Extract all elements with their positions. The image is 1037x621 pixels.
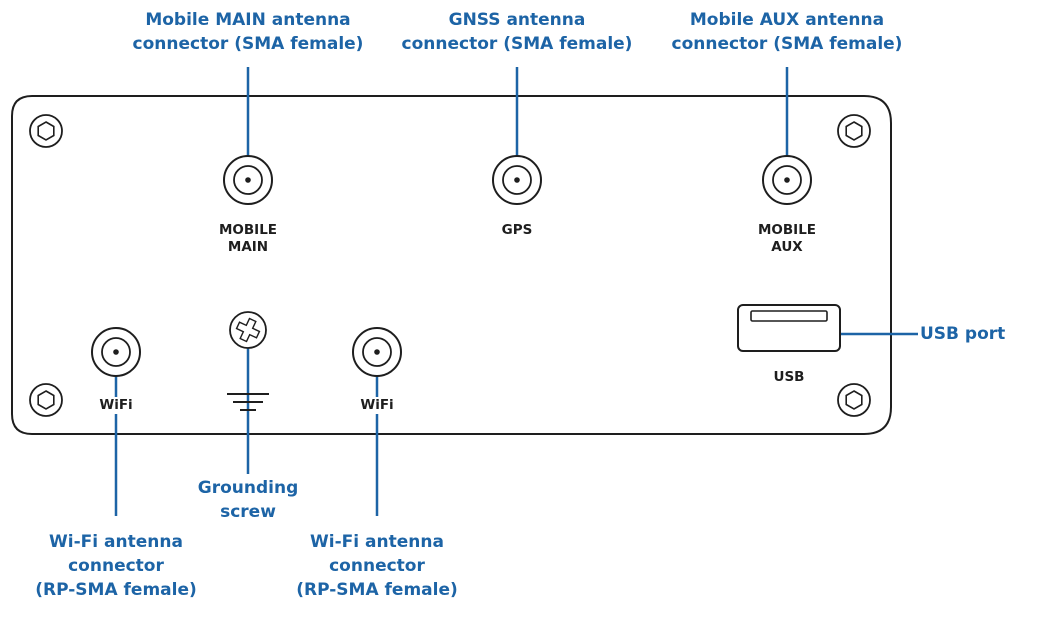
- sma-connector-icon: [352, 327, 402, 377]
- panel-label-line: MAIN: [227, 239, 269, 255]
- callout-line: screw: [220, 502, 276, 522]
- callout-line: Wi-Fi antenna: [310, 532, 444, 552]
- hex-screw-icon: [837, 114, 871, 148]
- panel-label-line: GPS: [501, 222, 533, 238]
- callout-line: connector (SMA female): [671, 34, 903, 54]
- panel-label-line: WiFi: [358, 397, 396, 414]
- hex-screw-icon: [29, 383, 63, 417]
- panel-label-gps: GPS: [467, 222, 567, 239]
- callout-mobile-main: Mobile MAIN antenna connector (SMA femal…: [118, 8, 378, 56]
- panel-label-line: USB: [773, 369, 805, 385]
- callout-gnss: GNSS antenna connector (SMA female): [387, 8, 647, 56]
- sma-connector-icon: [492, 155, 542, 205]
- panel-label-usb: USB: [739, 369, 839, 386]
- sma-connector-icon: [762, 155, 812, 205]
- callout-line: (RP-SMA female): [35, 580, 197, 600]
- sma-connector-icon: [91, 327, 141, 377]
- callout-wifi-right: Wi-Fi antenna connector (RP-SMA female): [282, 530, 472, 602]
- phillips-screw-icon: [229, 311, 267, 349]
- panel-label-wifi-right: WiFi: [337, 397, 417, 414]
- callout-mobile-aux: Mobile AUX antenna connector (SMA female…: [657, 8, 917, 56]
- panel-label-mobile-aux: MOBILE AUX: [737, 222, 837, 256]
- callout-grounding-screw: Grounding screw: [168, 476, 328, 524]
- panel-label-line: MOBILE: [757, 222, 817, 238]
- callout-line: (RP-SMA female): [296, 580, 458, 600]
- callout-usb-port: USB port: [920, 322, 1032, 346]
- ground-symbol-icon: [227, 393, 269, 411]
- panel-label-line: MOBILE: [218, 222, 278, 238]
- callout-line: connector (SMA female): [401, 34, 633, 54]
- hex-screw-icon: [837, 383, 871, 417]
- callout-line: Wi-Fi antenna: [49, 532, 183, 552]
- panel-label-line: WiFi: [97, 397, 135, 414]
- callout-line: Mobile MAIN antenna: [145, 10, 351, 30]
- callout-line: Mobile AUX antenna: [689, 10, 885, 30]
- callout-wifi-left: Wi-Fi antenna connector (RP-SMA female): [21, 530, 211, 602]
- callout-line: Grounding: [197, 478, 299, 498]
- callout-line: GNSS antenna: [448, 10, 586, 30]
- hex-screw-icon: [29, 114, 63, 148]
- callout-line: connector (SMA female): [132, 34, 364, 54]
- panel-label-wifi-left: WiFi: [76, 397, 156, 414]
- usb-port-icon: [737, 304, 841, 352]
- sma-connector-icon: [223, 155, 273, 205]
- callout-line: connector: [329, 556, 425, 576]
- callout-line: USB port: [920, 324, 1006, 344]
- callout-line: connector: [68, 556, 164, 576]
- panel-label-mobile-main: MOBILE MAIN: [198, 222, 298, 256]
- panel-label-line: AUX: [771, 239, 803, 255]
